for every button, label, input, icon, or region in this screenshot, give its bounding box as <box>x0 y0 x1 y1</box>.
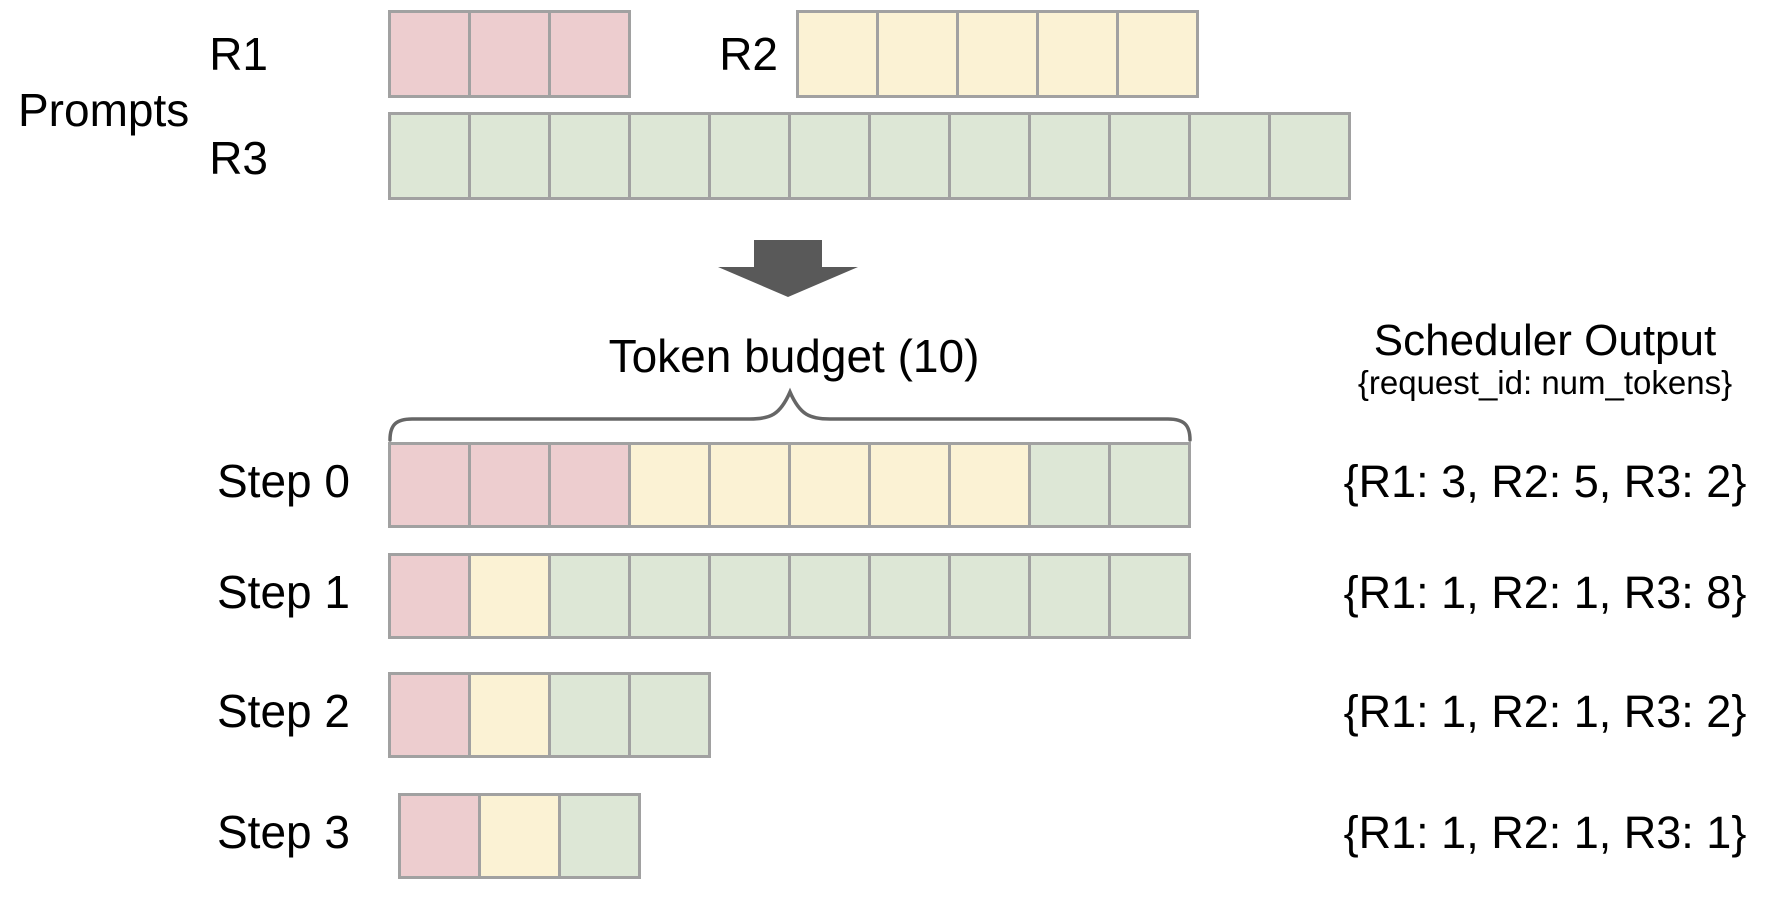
token-cell-r2 <box>876 10 959 98</box>
token-budget-label: Token budget (10) <box>608 330 980 382</box>
token-cell-r3 <box>388 112 471 200</box>
token-cell-r3 <box>1268 112 1351 200</box>
request-label-r2: R2 <box>719 28 778 80</box>
token-cell-r2 <box>468 553 551 639</box>
token-cell-r3 <box>1028 112 1111 200</box>
step-2-scheduler-output: {R1: 1, R2: 1, R3: 2} <box>1343 686 1747 737</box>
token-cell-r3 <box>628 553 711 639</box>
token-cell-r3 <box>1028 442 1111 528</box>
token-cell-r3 <box>1108 112 1191 200</box>
token-cell-r2 <box>956 10 1039 98</box>
token-cell-r1 <box>388 553 471 639</box>
token-cell-r2 <box>788 442 871 528</box>
step-0-scheduler-output: {R1: 3, R2: 5, R3: 2} <box>1343 456 1747 507</box>
step-3-label: Step 3 <box>217 806 350 858</box>
token-cell-r3 <box>1108 553 1191 639</box>
token-cell-r3 <box>868 553 951 639</box>
down-block-arrow-icon <box>718 240 858 297</box>
token-cell-r1 <box>548 10 631 98</box>
step-1-scheduler-output: {R1: 1, R2: 1, R3: 8} <box>1343 567 1747 618</box>
token-cell-r3 <box>708 112 791 200</box>
token-cell-r3 <box>948 112 1031 200</box>
token-cell-r3 <box>558 793 641 879</box>
token-cell-r3 <box>548 672 631 758</box>
token-cell-r3 <box>468 112 551 200</box>
token-cell-r1 <box>388 10 471 98</box>
request-label-r1: R1 <box>209 28 268 80</box>
scheduler-output-title: Scheduler Output <box>1373 316 1717 365</box>
step-1-label: Step 1 <box>217 566 350 618</box>
step-1-token-row <box>388 553 1191 639</box>
step-2-token-row <box>388 672 711 758</box>
token-cell-r1 <box>468 442 551 528</box>
token-cell-r1 <box>388 672 471 758</box>
token-cell-r2 <box>468 672 551 758</box>
prompts-section-label: Prompts <box>18 84 190 136</box>
token-cell-r3 <box>1028 553 1111 639</box>
step-2-label: Step 2 <box>217 685 350 737</box>
prompt-row-r1 <box>388 10 631 98</box>
prompt-row-r2 <box>796 10 1199 98</box>
token-cell-r3 <box>708 553 791 639</box>
token-cell-r2 <box>948 442 1031 528</box>
token-cell-r2 <box>868 442 951 528</box>
step-0-label: Step 0 <box>217 455 350 507</box>
step-3-token-row <box>398 793 641 879</box>
token-cell-r1 <box>468 10 551 98</box>
request-label-r3: R3 <box>209 132 268 184</box>
step-0-token-row <box>388 442 1191 528</box>
token-cell-r3 <box>1108 442 1191 528</box>
token-cell-r1 <box>548 442 631 528</box>
token-cell-r2 <box>708 442 791 528</box>
token-cell-r2 <box>796 10 879 98</box>
token-cell-r3 <box>1188 112 1271 200</box>
token-cell-r2 <box>1116 10 1199 98</box>
token-cell-r2 <box>478 793 561 879</box>
prompt-row-r3 <box>388 112 1351 200</box>
token-cell-r3 <box>628 112 711 200</box>
token-cell-r3 <box>948 553 1031 639</box>
token-cell-r1 <box>398 793 481 879</box>
token-cell-r3 <box>548 553 631 639</box>
step-3-scheduler-output: {R1: 1, R2: 1, R3: 1} <box>1343 807 1747 858</box>
token-cell-r3 <box>628 672 711 758</box>
token-cell-r1 <box>388 442 471 528</box>
scheduler-output-subtitle: {request_id: num_tokens} <box>1357 364 1733 401</box>
token-cell-r2 <box>1036 10 1119 98</box>
token-cell-r3 <box>868 112 951 200</box>
token-cell-r3 <box>548 112 631 200</box>
horizontal-curly-brace <box>388 387 1192 442</box>
token-cell-r3 <box>788 553 871 639</box>
token-cell-r3 <box>788 112 871 200</box>
token-cell-r2 <box>628 442 711 528</box>
